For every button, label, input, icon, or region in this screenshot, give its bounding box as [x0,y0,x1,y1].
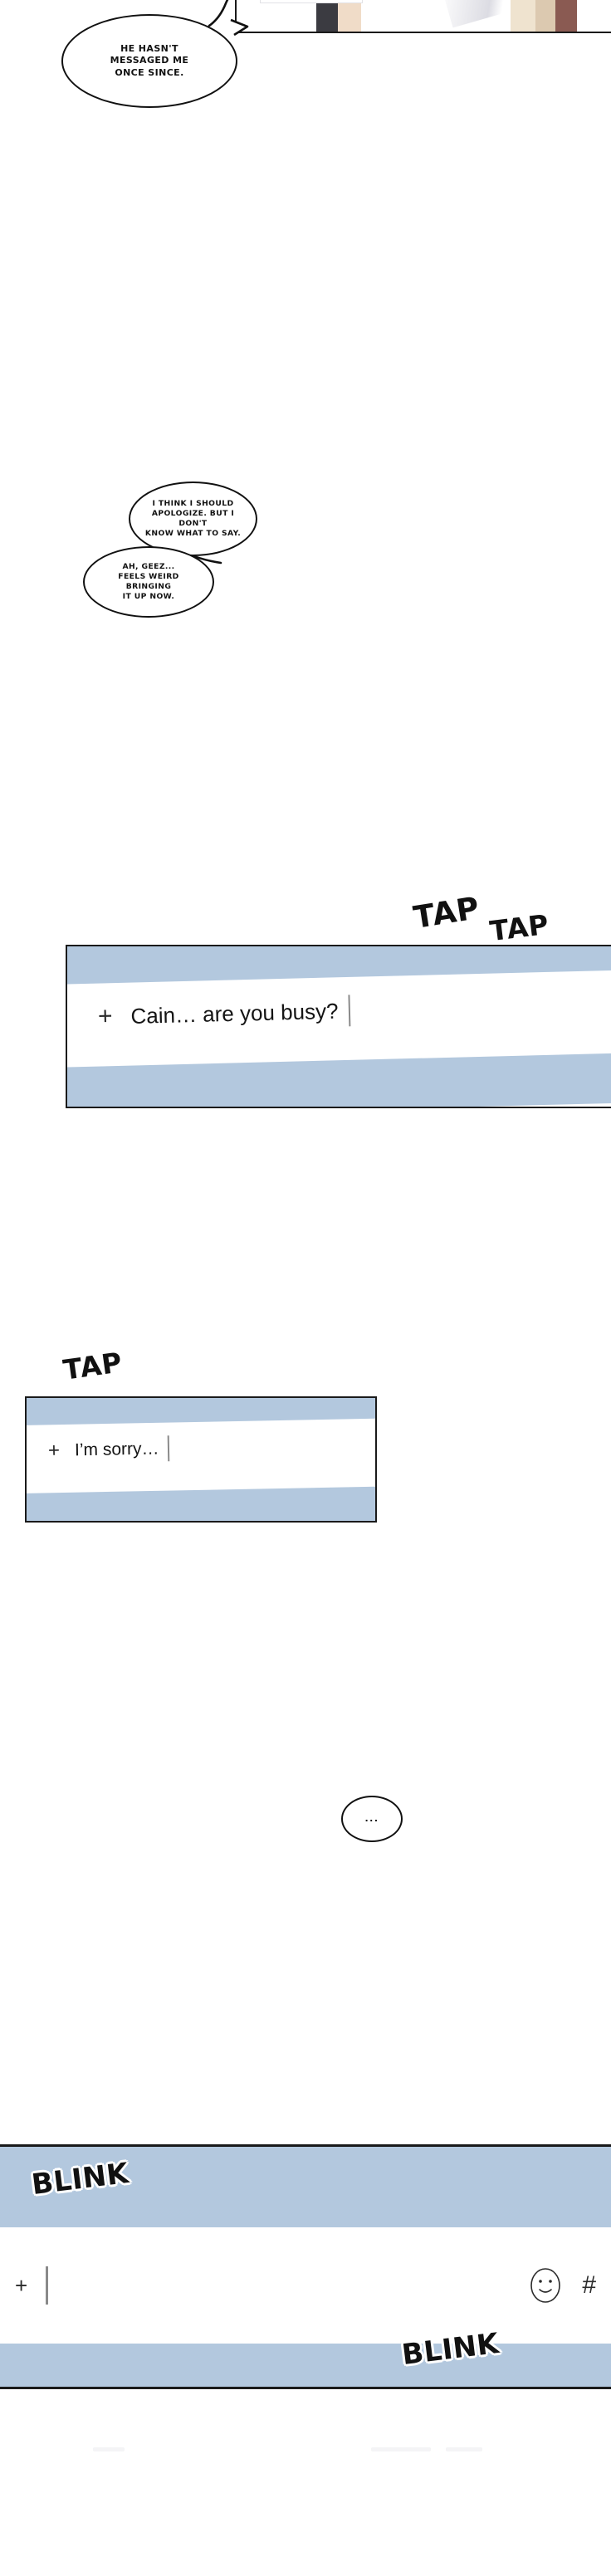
bubble-2-line-3: KNOW WHAT TO SAY. [144,529,242,539]
caption-box-cain: CAIN... [260,0,363,3]
bubble-3-line-3: IT UP NOW. [122,592,175,602]
artifact-smudge [371,2447,431,2451]
top-flashback-panel [235,0,611,33]
panel-a-input-row[interactable]: + Cain… are you busy? [98,995,351,1033]
attach-plus-icon[interactable]: + [47,1439,61,1462]
attach-plus-icon[interactable]: + [15,2272,28,2298]
panel-b-band-top [27,1398,375,1426]
panel-b-input-row[interactable]: + I’m sorry… [48,1435,170,1464]
thought-bubble-2: I THINK I SHOULD APOLOGIZE. BUT I DON'T … [129,481,257,556]
bubble-2-line-1: I THINK I SHOULD [152,498,234,508]
panel-a-message-draft[interactable]: Cain… are you busy? [130,998,339,1029]
figure-silhouette-skin [338,0,361,32]
thought-bubble-3: AH, GEEZ... FEELS WEIRD BRINGING IT UP N… [83,546,214,618]
bubble-1-line-1: HE HASN'T [120,42,178,54]
bubble-4-line-1: ... [364,1812,379,1824]
thought-bubble-ellipsis: ... [341,1796,403,1842]
figure-silhouette-white [577,0,595,32]
figure-silhouette-light [361,0,389,32]
sfx-tap-1: TAP [411,890,482,936]
bubble-2-line-2: APOLOGIZE. BUT I DON'T [151,508,235,528]
panel-a-band-top [67,946,611,986]
hash-icon[interactable]: # [582,2271,596,2299]
panel-a-band-bottom [67,1050,611,1107]
text-caret [167,1435,170,1462]
panel-b-band-bottom [27,1485,375,1521]
sfx-tap-2: TAP [487,907,551,948]
attach-plus-icon[interactable]: + [97,1002,113,1030]
text-caret [347,995,351,1027]
chat-compose-panel-a[interactable]: + Cain… are you busy? [66,945,611,1108]
bubble-1-line-2: MESSAGED ME [110,55,189,66]
artifact-smudge [446,2447,482,2451]
chatbar-band-upper [0,2147,611,2227]
artifact-smudge [93,2447,125,2451]
chat-input-bar[interactable]: + # [0,2144,611,2389]
bubble-3-line-1: AH, GEEZ... [122,561,175,571]
figure-silhouette-cream [511,0,535,32]
sfx-tap-3: TAP [61,1346,125,1386]
bubble-3-line-2: FEELS WEIRD BRINGING [118,571,179,591]
thought-bubble-1: HE HASN'T MESSAGED ME ONCE SINCE. [61,14,237,108]
chat-compose-panel-b[interactable]: + I’m sorry… [25,1396,377,1523]
text-caret [46,2266,48,2305]
panel-b-message-draft[interactable]: I’m sorry… [74,1438,159,1459]
figure-silhouette-brown [555,0,577,32]
bubble-tail-hook [230,18,249,37]
chatbar-input-row[interactable]: + # [0,2227,611,2344]
figure-silhouette-tan [535,0,555,32]
chatbar-band-lower [0,2344,611,2387]
bubble-tail-upper [208,0,229,27]
bubble-1-line-3: ONCE SINCE. [115,66,184,78]
figure-silhouette-dark [316,0,338,32]
emoji-smiley-icon[interactable] [529,2266,562,2305]
